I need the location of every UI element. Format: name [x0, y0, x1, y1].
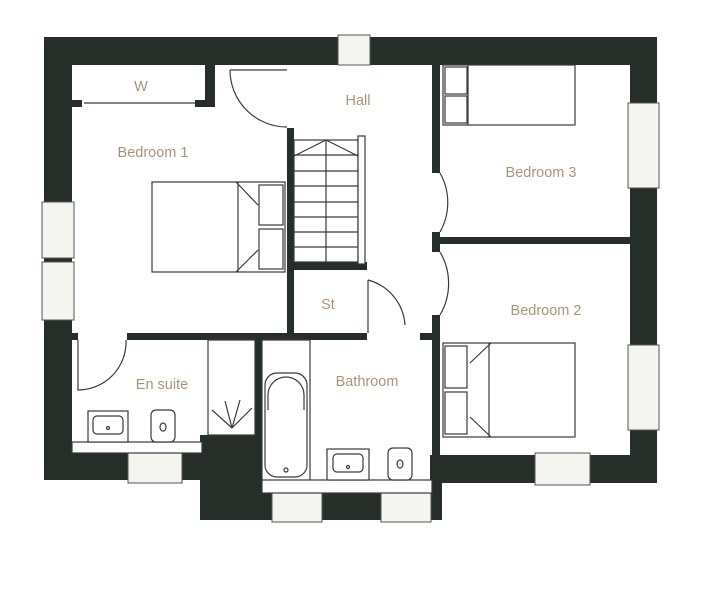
label-store: St	[321, 297, 335, 313]
windows	[41, 34, 660, 523]
label-bedroom-1: Bedroom 1	[118, 145, 189, 161]
bed-bedroom3	[442, 64, 576, 126]
label-bedroom-2: Bedroom 2	[511, 303, 582, 319]
label-bathroom: Bathroom	[336, 374, 399, 390]
room-labels: W Hall Bedroom 1 Bedroom 3 St Bedroom 2 …	[118, 79, 582, 393]
staircase	[293, 135, 366, 265]
label-wardrobe: W	[134, 79, 148, 95]
bed-bedroom1	[151, 181, 286, 273]
ensuite-fixtures	[71, 339, 256, 454]
label-en-suite: En suite	[136, 377, 188, 393]
doors	[77, 69, 450, 391]
label-hall: Hall	[346, 93, 371, 109]
bed-bedroom2	[442, 342, 576, 438]
bathroom-fixtures	[261, 339, 433, 494]
interior-walls	[72, 65, 630, 493]
label-bedroom-3: Bedroom 3	[506, 165, 577, 181]
